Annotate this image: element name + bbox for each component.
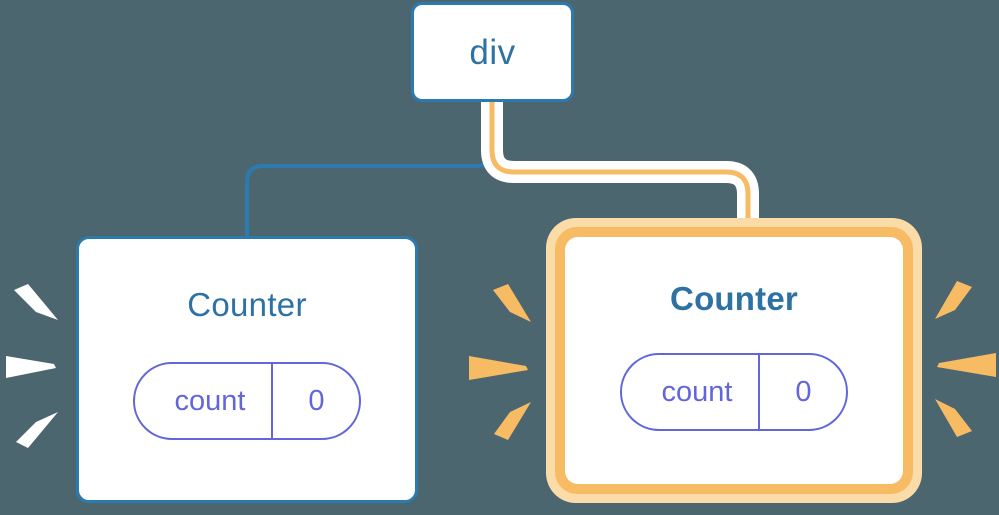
spark-group-far-right xyxy=(929,277,999,447)
spark-ray-icon xyxy=(14,284,58,320)
state-value-left: 0 xyxy=(308,384,325,417)
spark-ray-icon xyxy=(469,356,528,380)
state-key-left: count xyxy=(174,384,246,417)
edge-div-to-counter-right xyxy=(489,100,751,240)
state-pill-divider-right xyxy=(758,355,761,429)
state-pill-divider-left xyxy=(271,364,274,438)
node-div[interactable]: div xyxy=(411,2,574,102)
spark-ray-icon xyxy=(493,284,531,322)
node-counter-right-label: Counter xyxy=(670,280,798,317)
state-pill-left: count 0 xyxy=(132,362,362,440)
spark-ray-icon xyxy=(16,412,58,448)
state-key-right: count xyxy=(661,375,733,408)
spark-ray-icon xyxy=(6,356,56,378)
state-pill-right: count 0 xyxy=(619,353,849,431)
spark-group-far-left xyxy=(6,282,76,452)
node-counter-left[interactable]: Counter count 0 xyxy=(76,236,418,503)
spark-ray-icon xyxy=(935,399,972,437)
state-value-right: 0 xyxy=(795,375,812,408)
spark-ray-icon xyxy=(937,353,996,377)
spark-ray-icon xyxy=(494,402,531,440)
spark-ray-icon xyxy=(935,281,972,319)
edge-div-to-counter-left xyxy=(245,100,494,241)
node-counter-right[interactable]: Counter count 0 xyxy=(565,237,903,484)
node-div-label: div xyxy=(469,32,516,72)
node-counter-left-label: Counter xyxy=(187,286,307,323)
spark-group-middle xyxy=(466,278,536,448)
